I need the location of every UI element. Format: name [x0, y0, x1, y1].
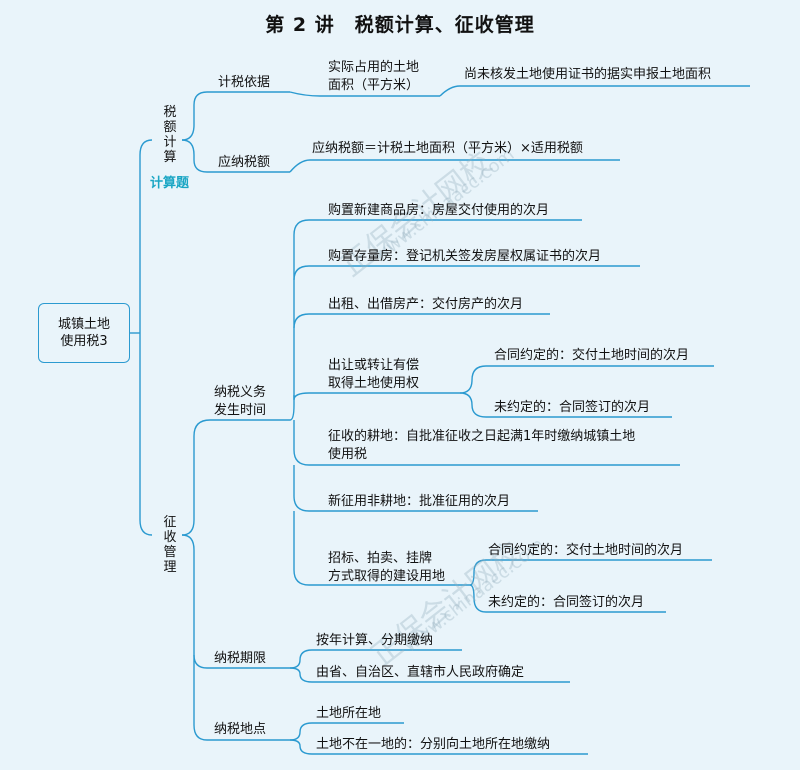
- place-item-location: 土地所在地: [316, 706, 382, 721]
- obligation-transfer-line2: 取得土地使用权: [328, 376, 420, 391]
- obligation-item-rental: 出租、出借房产：交付房产的次月: [328, 297, 524, 312]
- auction-not-agreed: 未约定的：合同签订的次月: [488, 595, 645, 610]
- root-node: 城镇土地 使用税3: [38, 303, 130, 363]
- obligation-auction-line1: 招标、拍卖、挂牌: [328, 551, 433, 566]
- node-payable-formula: 应纳税额＝计税土地面积（平方米）×适用税额: [312, 141, 583, 156]
- obligation-item-existing-house: 购置存量房：登记机关签发房屋权属证书的次月: [328, 249, 602, 264]
- node-basis-detail: 尚未核发土地使用证书的据实申报土地面积: [464, 67, 712, 82]
- transfer-agreed: 合同约定的：交付土地时间的次月: [494, 348, 690, 363]
- branch-tax-calculation: 税额计算: [163, 105, 177, 165]
- obligation-transfer-line1: 出让或转让有偿: [328, 358, 420, 373]
- node-tax-place: 纳税地点: [214, 722, 267, 737]
- page-title: 第 2 讲 税额计算、征收管理: [265, 14, 535, 36]
- exam-type-tag: 计算题: [150, 176, 190, 191]
- period-item-annual: 按年计算、分期缴纳: [316, 633, 434, 648]
- node-obligation-line2: 发生时间: [214, 403, 267, 418]
- obligation-item-new-house: 购置新建商品房：房屋交付使用的次月: [328, 203, 550, 218]
- branch-collection-management: 征收管理: [163, 515, 177, 575]
- obligation-nonfarm: 新征用非耕地：批准征用的次月: [328, 494, 511, 509]
- node-tax-basis: 计税依据: [218, 75, 271, 90]
- root-line2: 使用税3: [60, 334, 108, 349]
- obligation-auction-line2: 方式取得的建设用地: [328, 569, 446, 584]
- period-item-province: 由省、自治区、直辖市人民政府确定: [316, 665, 525, 680]
- node-basis-area-line1: 实际占用的土地: [328, 60, 420, 75]
- node-tax-period: 纳税期限: [214, 651, 267, 666]
- node-basis-area-line2: 面积（平方米）: [328, 78, 420, 93]
- node-tax-payable: 应纳税额: [218, 155, 271, 170]
- auction-agreed: 合同约定的：交付土地时间的次月: [488, 543, 684, 558]
- obligation-farmland-line2: 使用税: [328, 447, 368, 462]
- root-line1: 城镇土地: [57, 317, 110, 332]
- transfer-not-agreed: 未约定的：合同签订的次月: [494, 400, 651, 415]
- place-item-multiple: 土地不在一地的：分别向土地所在地缴纳: [316, 737, 551, 752]
- obligation-farmland-line1: 征收的耕地：自批准征收之日起满1年时缴纳城镇土地: [328, 429, 636, 444]
- node-obligation-line1: 纳税义务: [214, 385, 267, 400]
